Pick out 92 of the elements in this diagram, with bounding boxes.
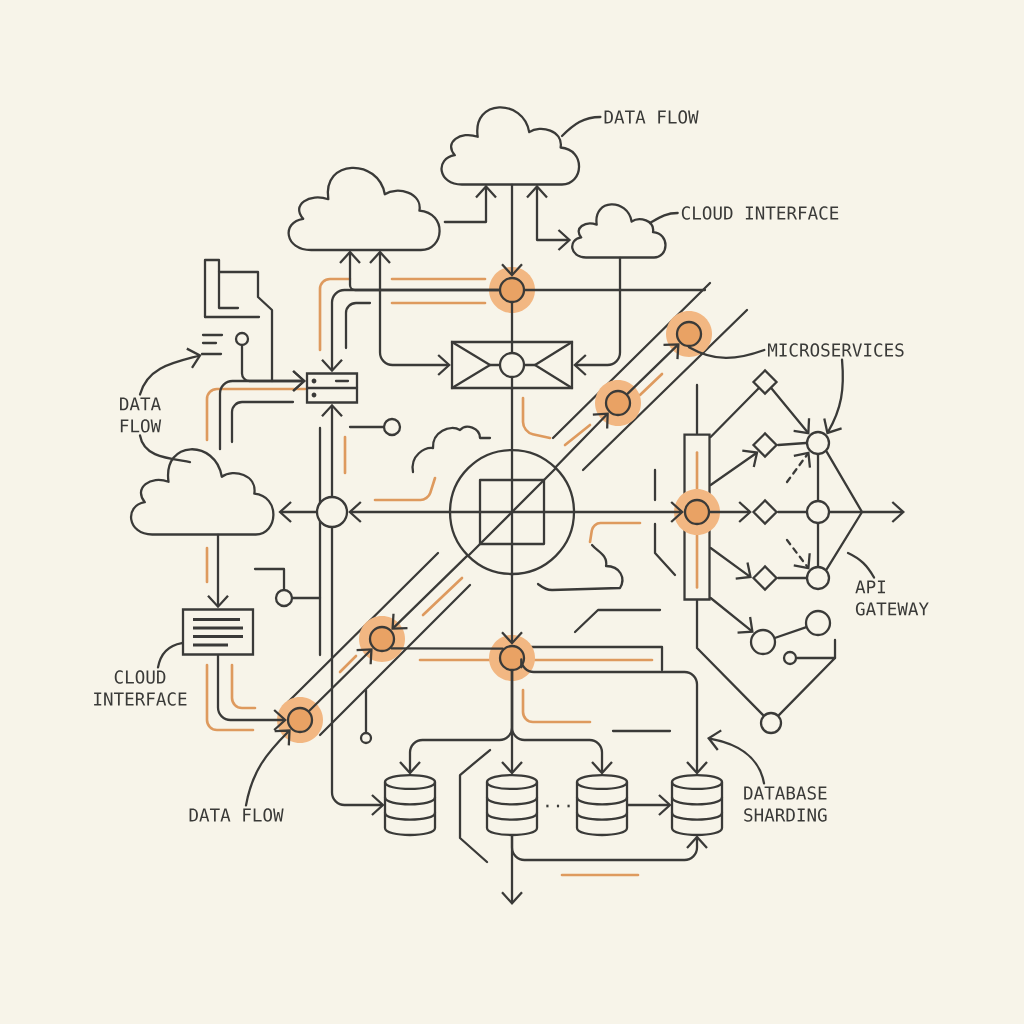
- arrow: [510, 670, 613, 775]
- junction-dot: [595, 380, 641, 426]
- leader-line: [560, 115, 602, 138]
- leader-line: [138, 434, 192, 464]
- arrow: [240, 345, 306, 392]
- connector-line: [695, 599, 765, 717]
- annotation-label: DATA FLOW: [120, 397, 162, 433]
- connector-line: [777, 576, 807, 580]
- database-cylinder: [485, 773, 539, 837]
- arrow: [520, 658, 708, 775]
- circle-node: [749, 628, 777, 656]
- connector-line: [777, 441, 807, 447]
- circle-node: [315, 495, 349, 529]
- junction-dot: [359, 616, 405, 662]
- annotation-label: DATA FLOW: [189, 808, 284, 822]
- connector-line: [695, 383, 699, 435]
- junction-dot: [674, 489, 720, 535]
- annotation-label: CLOUD INTERFACE: [94, 670, 187, 706]
- envelope-box: [450, 340, 574, 390]
- arrow: [709, 596, 754, 634]
- leader-arrow: [707, 729, 766, 785]
- leader-arrow: [823, 358, 844, 435]
- arrow: [330, 527, 385, 816]
- dashed-arrow: [785, 451, 812, 484]
- connector-line: [774, 626, 807, 639]
- arrow: [339, 250, 500, 292]
- arrow: [829, 501, 905, 523]
- speed-lines: [200, 333, 224, 356]
- connector-line: [816, 454, 820, 501]
- circle-node: [805, 430, 831, 456]
- leader-line: [648, 211, 679, 225]
- cloud-shape: [287, 166, 441, 252]
- database-cylinder: [575, 773, 629, 837]
- arrow: [501, 183, 523, 277]
- arrow: [554, 412, 609, 468]
- leader-line: [846, 551, 876, 579]
- connector-line: [510, 388, 514, 450]
- arrow: [278, 501, 317, 523]
- arrow: [573, 256, 622, 376]
- arrow: [574, 501, 684, 523]
- arrow: [709, 546, 752, 580]
- ellipsis-text: ...: [546, 804, 570, 808]
- cloud-shape: [440, 106, 581, 186]
- connector-line: [390, 647, 504, 650]
- server-icon: [305, 372, 359, 404]
- annotation-label: CLOUD INTERFACE: [681, 206, 839, 220]
- arrow: [501, 834, 523, 905]
- leader-line: [687, 346, 766, 359]
- arrow: [526, 184, 572, 251]
- arrow: [770, 387, 811, 435]
- connector-line: [510, 302, 514, 342]
- connector-line: [777, 510, 807, 514]
- arrow: [207, 533, 229, 609]
- arrow: [216, 654, 287, 731]
- connector-line: [777, 656, 837, 717]
- arrow: [369, 250, 451, 376]
- arrow: [443, 184, 497, 224]
- cloud-shape: [130, 448, 275, 536]
- circle-node: [759, 711, 783, 735]
- leader-arrow: [138, 347, 202, 396]
- leader-line: [156, 641, 183, 669]
- connector-line: [524, 288, 707, 292]
- circle-node: [804, 609, 832, 637]
- hub-circle: [448, 448, 576, 576]
- junction-dot: [489, 635, 535, 681]
- arrow: [626, 343, 680, 395]
- circle-node: [805, 565, 831, 591]
- annotation-label: DATA FLOW: [604, 110, 699, 124]
- arrow: [348, 501, 450, 523]
- leader-arrow: [244, 729, 291, 807]
- junction-dot: [489, 267, 535, 313]
- junction-dot: [666, 311, 712, 357]
- arrow: [321, 403, 343, 497]
- arrow: [391, 555, 468, 630]
- arrow: [501, 574, 523, 645]
- database-cylinder: [383, 773, 437, 837]
- annotation-label: DATABASE SHARDING: [744, 786, 827, 822]
- arrow: [510, 834, 708, 862]
- annotation-label: API GATEWAY: [855, 580, 929, 616]
- arrow: [709, 501, 752, 523]
- database-cylinder: [670, 773, 724, 837]
- connector-line: [825, 450, 864, 571]
- junction-dot: [277, 697, 323, 743]
- arrow: [709, 449, 759, 487]
- arrow: [308, 648, 373, 712]
- connector-line: [709, 387, 760, 439]
- connector-line: [816, 523, 820, 567]
- cloud-shape: [571, 203, 667, 259]
- dashed-arrow: [785, 538, 811, 570]
- annotation-label: MICROSERVICES: [768, 343, 904, 357]
- arrow: [626, 794, 672, 816]
- document-box: [181, 608, 255, 656]
